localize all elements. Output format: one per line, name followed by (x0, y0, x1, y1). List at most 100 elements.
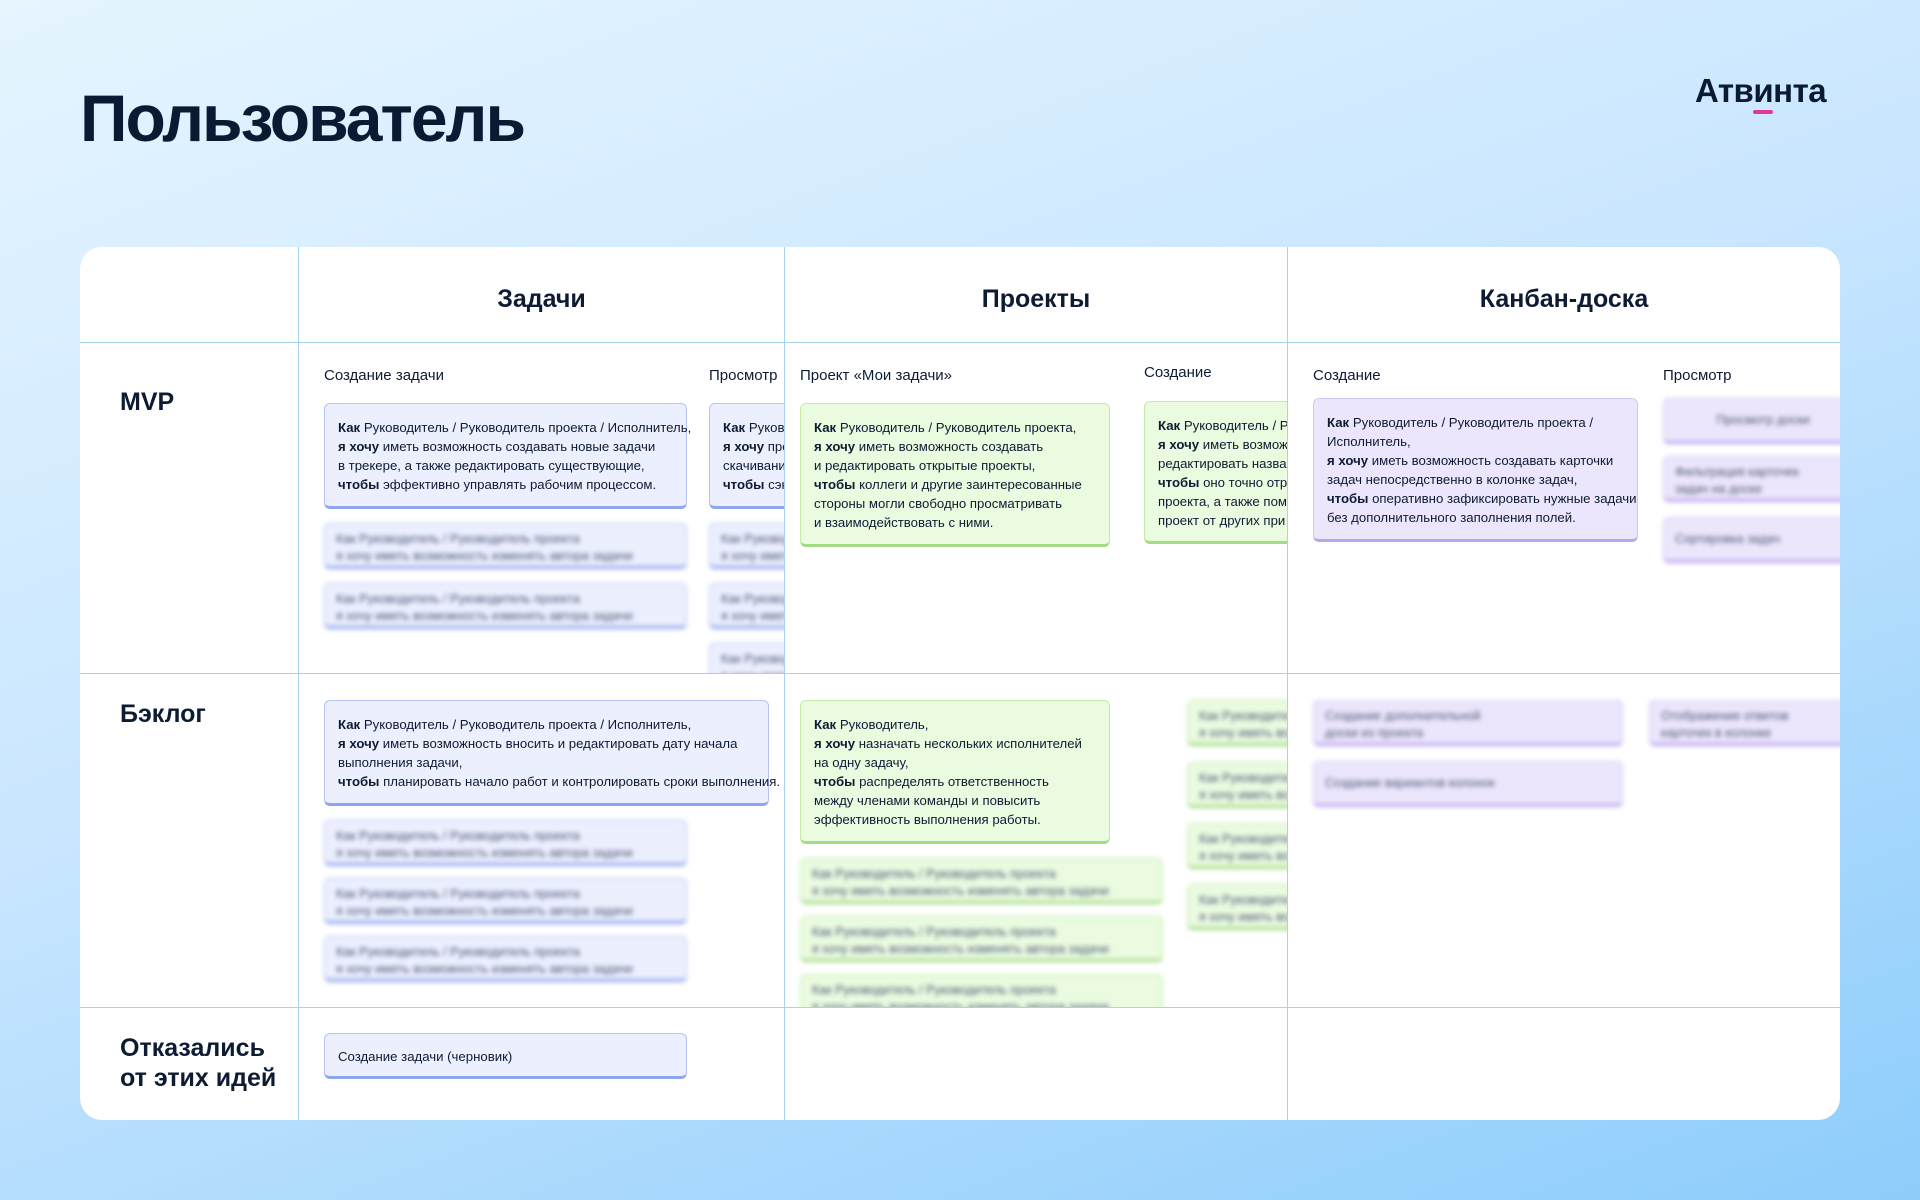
card-line: Как Руководитель / Руководитель проекта (1199, 832, 1287, 846)
card-text: Руководитель / Руководитель проекта / Ис… (360, 420, 692, 435)
column-header-projects: Проекты (981, 285, 1091, 313)
story-card-blurred[interactable]: Фильтрация карточек задач на доске (1663, 456, 1840, 502)
card-text: эффективно управлять рабочим процессом. (379, 477, 657, 492)
card-line: редактировать названия проектов, (1158, 454, 1287, 473)
story-card-blurred[interactable]: Как Руководитель / Руководитель проекта … (1187, 762, 1287, 808)
story-card[interactable]: Как Руководитель,я хочу назначать нескол… (800, 700, 1110, 844)
story-card-blurred[interactable]: Создание вариантов колонок (1313, 761, 1623, 807)
card-text: задач непосредственно в колонке задач, (1327, 472, 1578, 487)
card-line: я хочу иметь возможность создавать (1158, 435, 1287, 454)
card-line: Как Руководитель / Руководитель проекта … (1327, 413, 1624, 432)
story-card-blurred[interactable]: Просмотр доски (1663, 398, 1840, 444)
subheader-kanban-creation: Создание (1313, 367, 1381, 384)
brand-logo-accent-letter: и (1753, 72, 1774, 114)
subheader-project-creation: Создание (1144, 364, 1212, 381)
story-card-blurred[interactable]: Как Руководитель / Руководитель проекта … (324, 523, 687, 569)
card-keyword: чтобы (814, 477, 856, 492)
card-keyword: чтобы (1327, 491, 1369, 506)
card-line: Как Руководитель / Руководитель проекта (1199, 709, 1287, 723)
card-keyword: я хочу (338, 439, 380, 454)
card-text: скачивание вложений, (723, 458, 784, 473)
story-card-blurred[interactable]: Как Руководитель / Руководитель проекта … (324, 820, 687, 866)
card-text: эффективность выполнения работы. (814, 812, 1041, 827)
story-card-blurred[interactable]: Как Руководитель / Руководитель проекта … (324, 583, 687, 629)
story-card-blurred[interactable]: Как Руководитель / Руководитель проекта … (800, 858, 1163, 904)
card-keyword: Как (338, 420, 361, 435)
story-card[interactable]: Как Руководитель / Руководитель проекта,… (1144, 401, 1287, 544)
story-card-blurred[interactable]: Отображение ответов карточек в колонке (1649, 700, 1840, 746)
card-text: оперативно зафиксировать нужные задачи (1368, 491, 1637, 506)
card-line: и взаимодействовать с ними. (814, 513, 1096, 532)
story-card-blurred[interactable]: Как Руководитель / Руководитель проекта … (709, 583, 784, 629)
card-line: я хочу просматривать и (723, 437, 784, 456)
card-text: Руководитель, (836, 717, 929, 732)
card-line: Фильтрация карточек (1675, 465, 1799, 479)
story-card-blurred[interactable]: Как Руководитель / Руководитель проекта … (324, 936, 687, 982)
page-title: Пользователь (80, 81, 526, 155)
card-line: Как Руководитель / Руководитель проекта (812, 983, 1056, 997)
card-text: на одну задачу, (814, 755, 909, 770)
column-header-tasks: Задачи (497, 285, 586, 313)
grid-hline (80, 1007, 1840, 1008)
card-keyword: Как (1158, 418, 1181, 433)
card-line: чтобы планировать начало работ и контрол… (338, 772, 780, 791)
card-text: между членами команды и повысить (814, 793, 1041, 808)
row-header-line: Бэклог (120, 700, 206, 728)
cell-backlog-tasks: Как Руководитель / Руководитель проекта … (299, 674, 784, 1007)
card-text: Руководитель / Руководитель проекта, (1183, 418, 1287, 433)
cell-rejected-tasks: Создание задачи (черновик) (299, 1008, 784, 1120)
story-card-blurred[interactable]: Как Руководитель / Руководитель проекта … (800, 974, 1163, 1007)
story-card-blurred[interactable]: Как Руководитель / Руководитель проекта … (1187, 823, 1287, 869)
card-line: я хочу иметь возможность создавать новые… (338, 437, 673, 456)
story-card-blurred[interactable]: Создание дополнительной доски из проекта (1313, 700, 1623, 746)
card-line: я хочу иметь возможность изменять автора… (812, 942, 1109, 956)
story-card-blurred[interactable]: Сортировка задач (1663, 517, 1840, 563)
card-text: Руководитель / Руководитель проекта, (836, 420, 1077, 435)
card-line: Как Руководитель / Руководитель проекта (336, 592, 580, 606)
card-line: я хочу иметь возможность изменять автора… (721, 609, 784, 623)
card-line: чтобы оперативно зафиксировать нужные за… (1327, 489, 1637, 508)
card-keyword: чтобы (814, 774, 856, 789)
card-text: сэкономить время (768, 477, 784, 492)
card-text: выполнения задачи, (338, 755, 463, 770)
card-text: в трекере, а также редактировать существ… (338, 458, 645, 473)
card-line: проекта, а также помогало отличить (1158, 492, 1287, 511)
card-keyword: Как (338, 717, 361, 732)
card-text: иметь возможность создавать (1202, 437, 1287, 452)
card-text: и взаимодействовать с ними. (814, 515, 994, 530)
story-card[interactable]: Создание задачи (черновик) (324, 1033, 687, 1079)
story-card[interactable]: Как Руководитель / Руководитель проекта … (324, 700, 780, 806)
grid-hline (80, 342, 1840, 343)
card-line: я хочу иметь возможность изменять автора… (1199, 910, 1287, 924)
card-text: иметь возможность создавать новые задачи (379, 439, 656, 454)
story-card[interactable]: Как Руководитель / Руководитель проекта … (1313, 398, 1638, 542)
card-keyword: Как (1327, 415, 1350, 430)
card-keyword: Как (814, 717, 837, 732)
card-text: редактировать названия проектов, (1158, 456, 1287, 471)
story-card-blurred[interactable]: Как Руководитель / Руководитель проекта … (800, 916, 1163, 962)
story-card-blurred[interactable]: Как Руководитель / Руководитель проекта … (324, 878, 687, 924)
story-card-blurred[interactable]: Как Руководитель / Руководитель проекта … (709, 523, 784, 569)
card-keyword: Как (723, 420, 746, 435)
story-card-blurred[interactable]: Как Руководитель / Руководитель проекта … (709, 643, 784, 673)
card-line: между членами команды и повысить (814, 791, 1096, 810)
card-line: скачивание вложений, (723, 456, 784, 475)
story-map-board: Задачи Проекты Канбан-доска MVP Бэклог О… (80, 247, 1840, 1120)
column-header-kanban: Канбан-доска (1479, 285, 1649, 313)
card-keyword: я хочу (1158, 437, 1200, 452)
card-text: стороны могли свободно просматривать (814, 496, 1062, 511)
row-header-line: Отказались (120, 1034, 265, 1062)
story-card-blurred[interactable]: Как Руководитель / Руководитель проекта … (1187, 700, 1287, 746)
story-card-blurred[interactable]: Как Руководитель / Руководитель проекта … (1187, 884, 1287, 930)
card-text: Руководитель / Руководитель проекта / (1349, 415, 1594, 430)
story-card[interactable]: Как Руководитель / Руководитель проекта … (324, 403, 691, 509)
card-line: без дополнительного заполнения полей. (1327, 508, 1624, 527)
story-card[interactable]: Как Руководитель / Руководитель проекта,… (800, 403, 1110, 547)
row-header-mvp: MVP (120, 387, 174, 417)
row-header-line: от этих идей (120, 1064, 277, 1092)
card-line: Как Руководитель / Руководитель проекта, (1158, 416, 1287, 435)
card-keyword: я хочу (814, 439, 856, 454)
card-line: в трекере, а также редактировать существ… (338, 456, 673, 475)
brand-logo-part-2: нта (1773, 72, 1827, 109)
